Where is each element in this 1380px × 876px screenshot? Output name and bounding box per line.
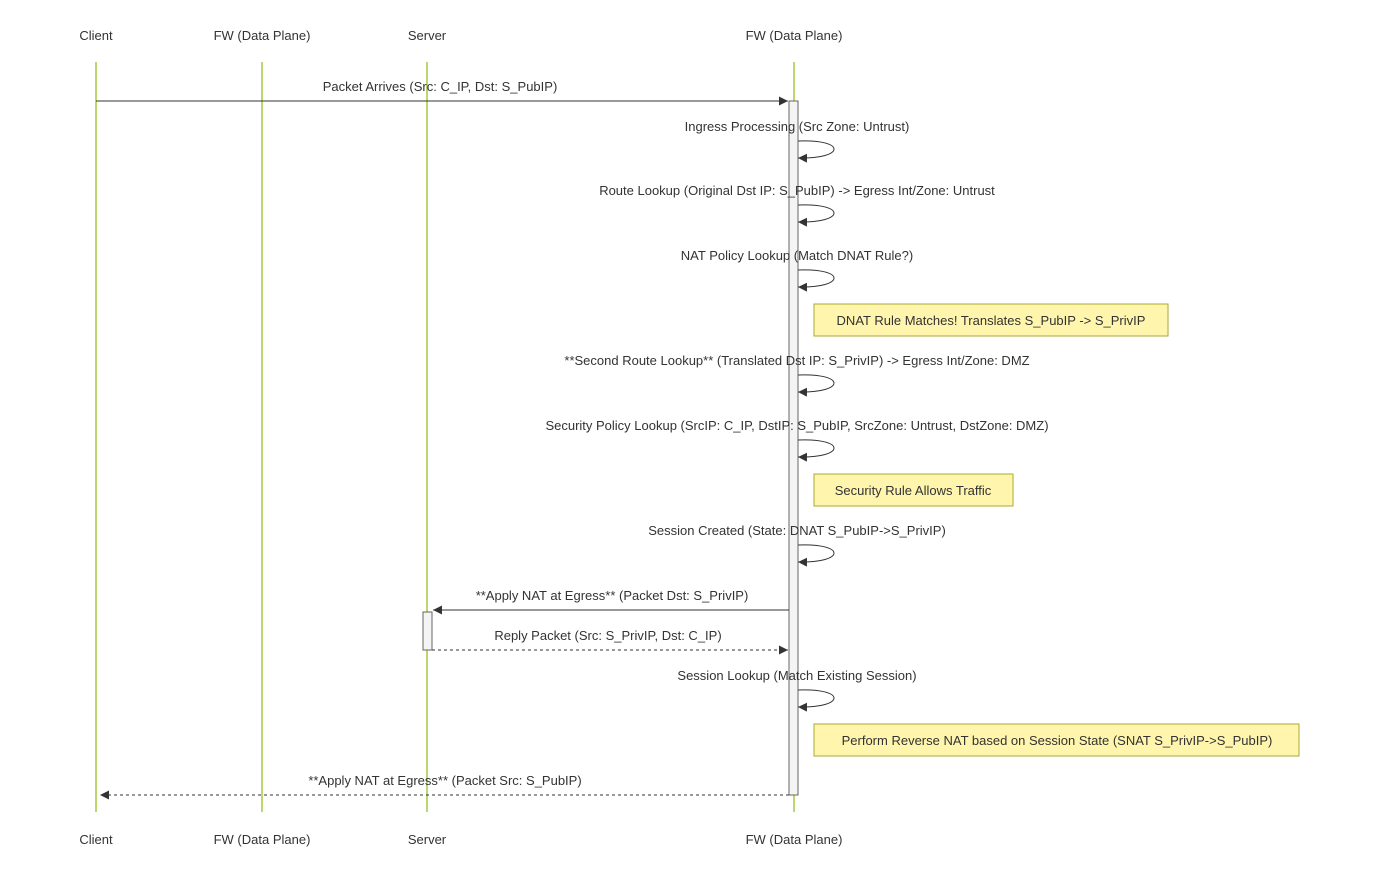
message-label: Security Policy Lookup (SrcIP: C_IP, Dst… (545, 418, 1048, 433)
participant-headers: Client FW (Data Plane) Server FW (Data P… (79, 28, 842, 43)
self-arrow (797, 140, 835, 163)
message-ingress-processing: Ingress Processing (Src Zone: Untrust) (685, 119, 910, 163)
note-box (813, 303, 1169, 337)
participant-fw-data-plane-1-top: FW (Data Plane) (214, 28, 311, 43)
message-second-route-lookup: **Second Route Lookup** (Translated Dst … (564, 353, 1030, 397)
self-arrow (797, 204, 835, 227)
message-label: Reply Packet (Src: S_PrivIP, Dst: C_IP) (494, 628, 721, 643)
note-security-rule-allows: Security Rule Allows Traffic (813, 473, 1014, 507)
message-label: **Apply NAT at Egress** (Packet Dst: S_P… (476, 588, 749, 603)
self-arrow (797, 374, 835, 397)
message-route-lookup: Route Lookup (Original Dst IP: S_PubIP) … (599, 183, 995, 227)
note-label: Perform Reverse NAT based on Session Sta… (842, 733, 1273, 748)
note-box (813, 723, 1300, 757)
participant-server-bottom: Server (408, 832, 447, 847)
note-label: Security Rule Allows Traffic (835, 483, 992, 498)
message-reply-packet: Reply Packet (Src: S_PrivIP, Dst: C_IP) (432, 628, 788, 655)
message-session-lookup: Session Lookup (Match Existing Session) (677, 668, 917, 712)
message-session-created: Session Created (State: DNAT S_PubIP->S_… (648, 523, 946, 567)
participant-server-top: Server (408, 28, 447, 43)
message-label: Packet Arrives (Src: C_IP, Dst: S_PubIP) (323, 79, 558, 94)
activation-server (422, 611, 433, 651)
message-label: NAT Policy Lookup (Match DNAT Rule?) (681, 248, 913, 263)
lifelines (95, 62, 795, 812)
self-arrow (797, 544, 835, 567)
message-label: Session Created (State: DNAT S_PubIP->S_… (648, 523, 946, 538)
message-label: **Second Route Lookup** (Translated Dst … (564, 353, 1029, 368)
note-dnat-rule-matches: DNAT Rule Matches! Translates S_PubIP ->… (813, 303, 1169, 337)
message-label: **Apply NAT at Egress** (Packet Src: S_P… (308, 773, 581, 788)
activation-fw-data-plane (788, 100, 799, 796)
message-label: Route Lookup (Original Dst IP: S_PubIP) … (599, 183, 995, 198)
participant-footers: Client FW (Data Plane) Server FW (Data P… (79, 832, 842, 847)
message-label: Ingress Processing (Src Zone: Untrust) (685, 119, 910, 134)
message-security-policy-lookup: Security Policy Lookup (SrcIP: C_IP, Dst… (545, 418, 1049, 462)
participant-client-top: Client (79, 28, 113, 43)
self-arrow (797, 689, 835, 712)
participant-fw-data-plane-2-bottom: FW (Data Plane) (746, 832, 843, 847)
message-apply-nat-egress-to-server: **Apply NAT at Egress** (Packet Dst: S_P… (433, 588, 789, 615)
message-packet-arrives: Packet Arrives (Src: C_IP, Dst: S_PubIP) (96, 79, 788, 106)
note-perform-reverse-nat: Perform Reverse NAT based on Session Sta… (813, 723, 1300, 757)
participant-fw-data-plane-2-top: FW (Data Plane) (746, 28, 843, 43)
participant-fw-data-plane-1-bottom: FW (Data Plane) (214, 832, 311, 847)
message-label: Session Lookup (Match Existing Session) (677, 668, 916, 683)
activations (422, 100, 799, 796)
note-box (813, 473, 1014, 507)
message-nat-policy-lookup: NAT Policy Lookup (Match DNAT Rule?) (681, 248, 913, 292)
note-label: DNAT Rule Matches! Translates S_PubIP ->… (837, 313, 1146, 328)
participant-client-bottom: Client (79, 832, 113, 847)
self-arrow (797, 269, 835, 292)
self-arrow (797, 439, 835, 462)
message-apply-nat-egress-to-client: **Apply NAT at Egress** (Packet Src: S_P… (100, 773, 789, 800)
